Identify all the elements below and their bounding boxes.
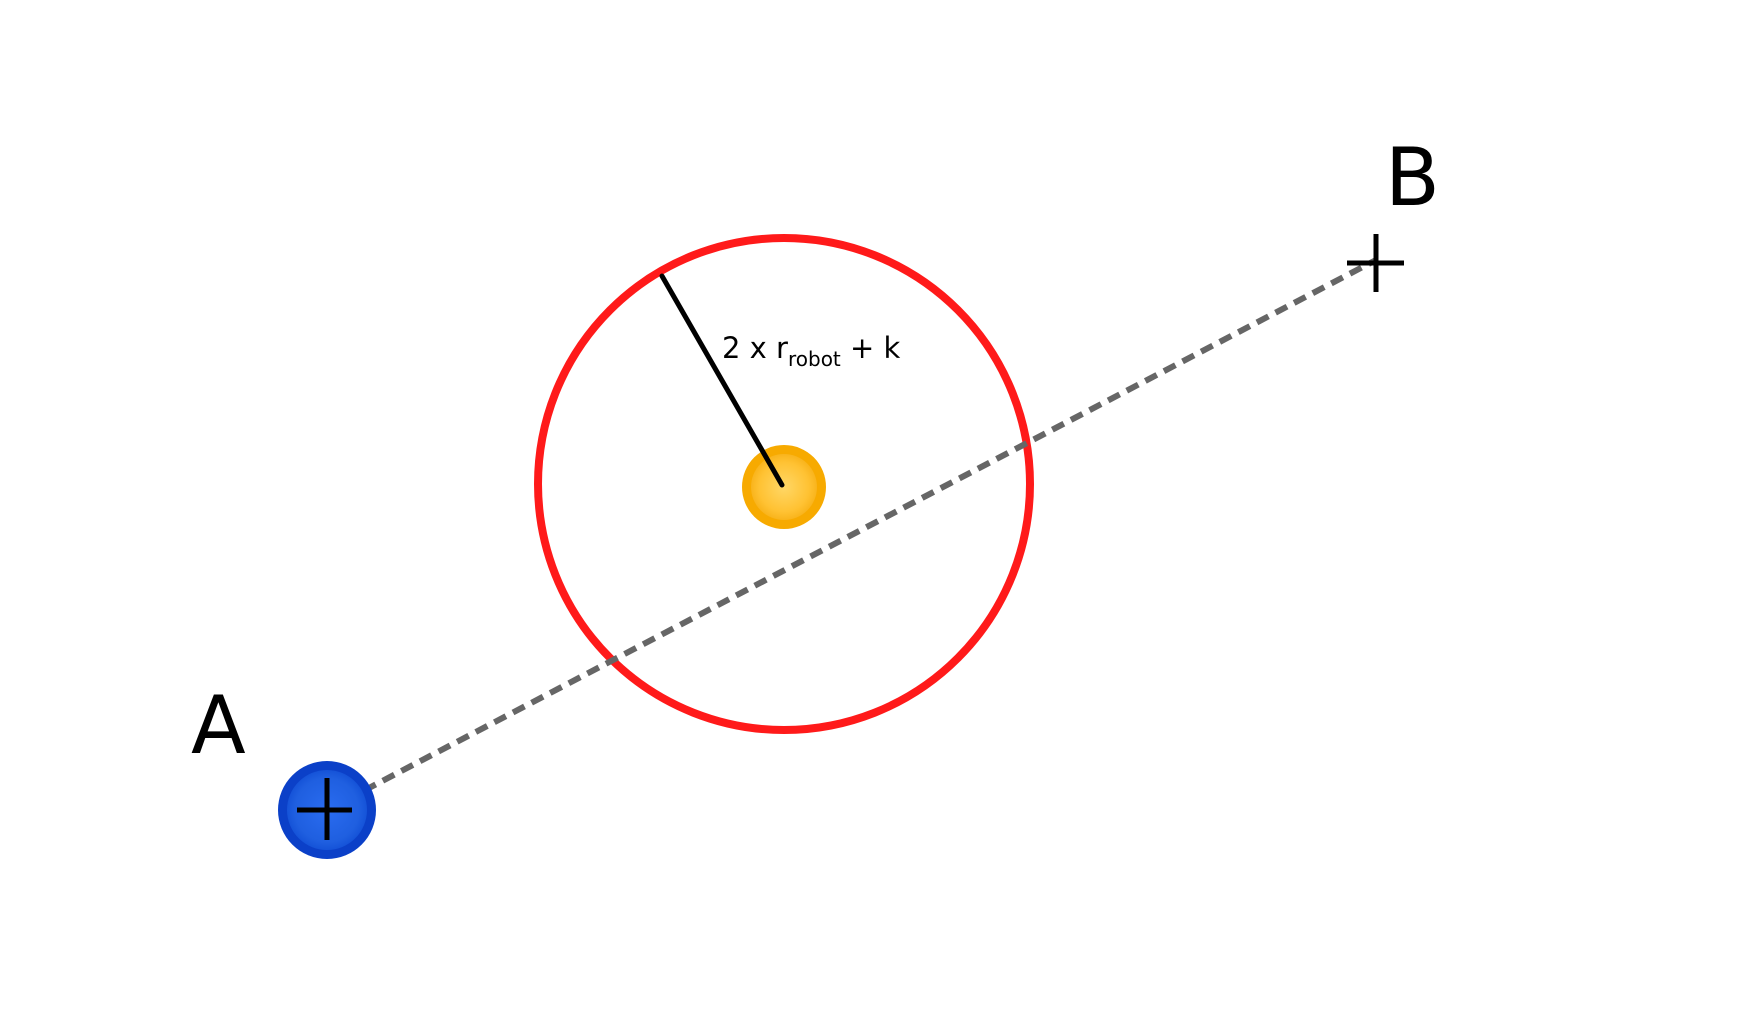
start-plus-icon bbox=[297, 778, 352, 840]
obstacle bbox=[742, 445, 826, 529]
safety-zone-circle bbox=[534, 234, 1034, 734]
point-a-label: A bbox=[191, 679, 246, 772]
radius-label: 2 x rrobot + k bbox=[722, 331, 901, 371]
radius-label-suffix: + k bbox=[841, 331, 901, 365]
point-b-label: B bbox=[1385, 131, 1440, 224]
path-line-a-to-b bbox=[325, 257, 1378, 813]
radius-label-subscript: robot bbox=[788, 347, 841, 371]
radius-label-prefix: 2 x r bbox=[722, 331, 788, 365]
radius-line bbox=[659, 273, 785, 488]
goal-plus-icon bbox=[1347, 234, 1404, 292]
